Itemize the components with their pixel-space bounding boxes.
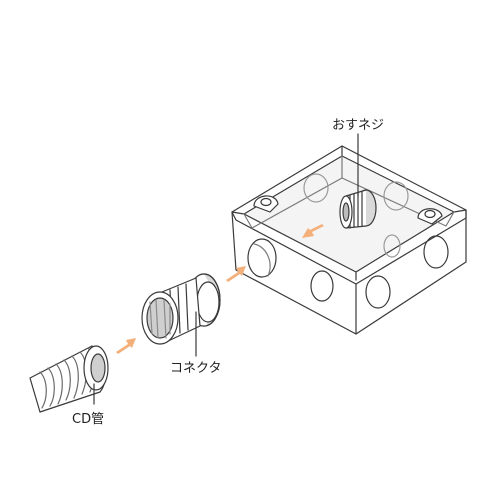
box-screw-tab-left [253,195,279,213]
box-screw-tab-right [417,208,443,225]
male-screw [339,133,377,229]
arrows [116,224,324,354]
cd-pipe [29,345,109,413]
box-open-hole [247,238,277,278]
arrow-screw-to-box [302,224,324,238]
connector [141,273,221,357]
screw-label: おすネジ [332,118,385,133]
arrow-pipe-to-connector [116,338,136,354]
arrow-connector-to-box [226,266,246,282]
cd-pipe-label: CD管 [72,412,105,427]
connector-label: コネクタ [170,361,222,376]
junction-box [231,145,467,335]
